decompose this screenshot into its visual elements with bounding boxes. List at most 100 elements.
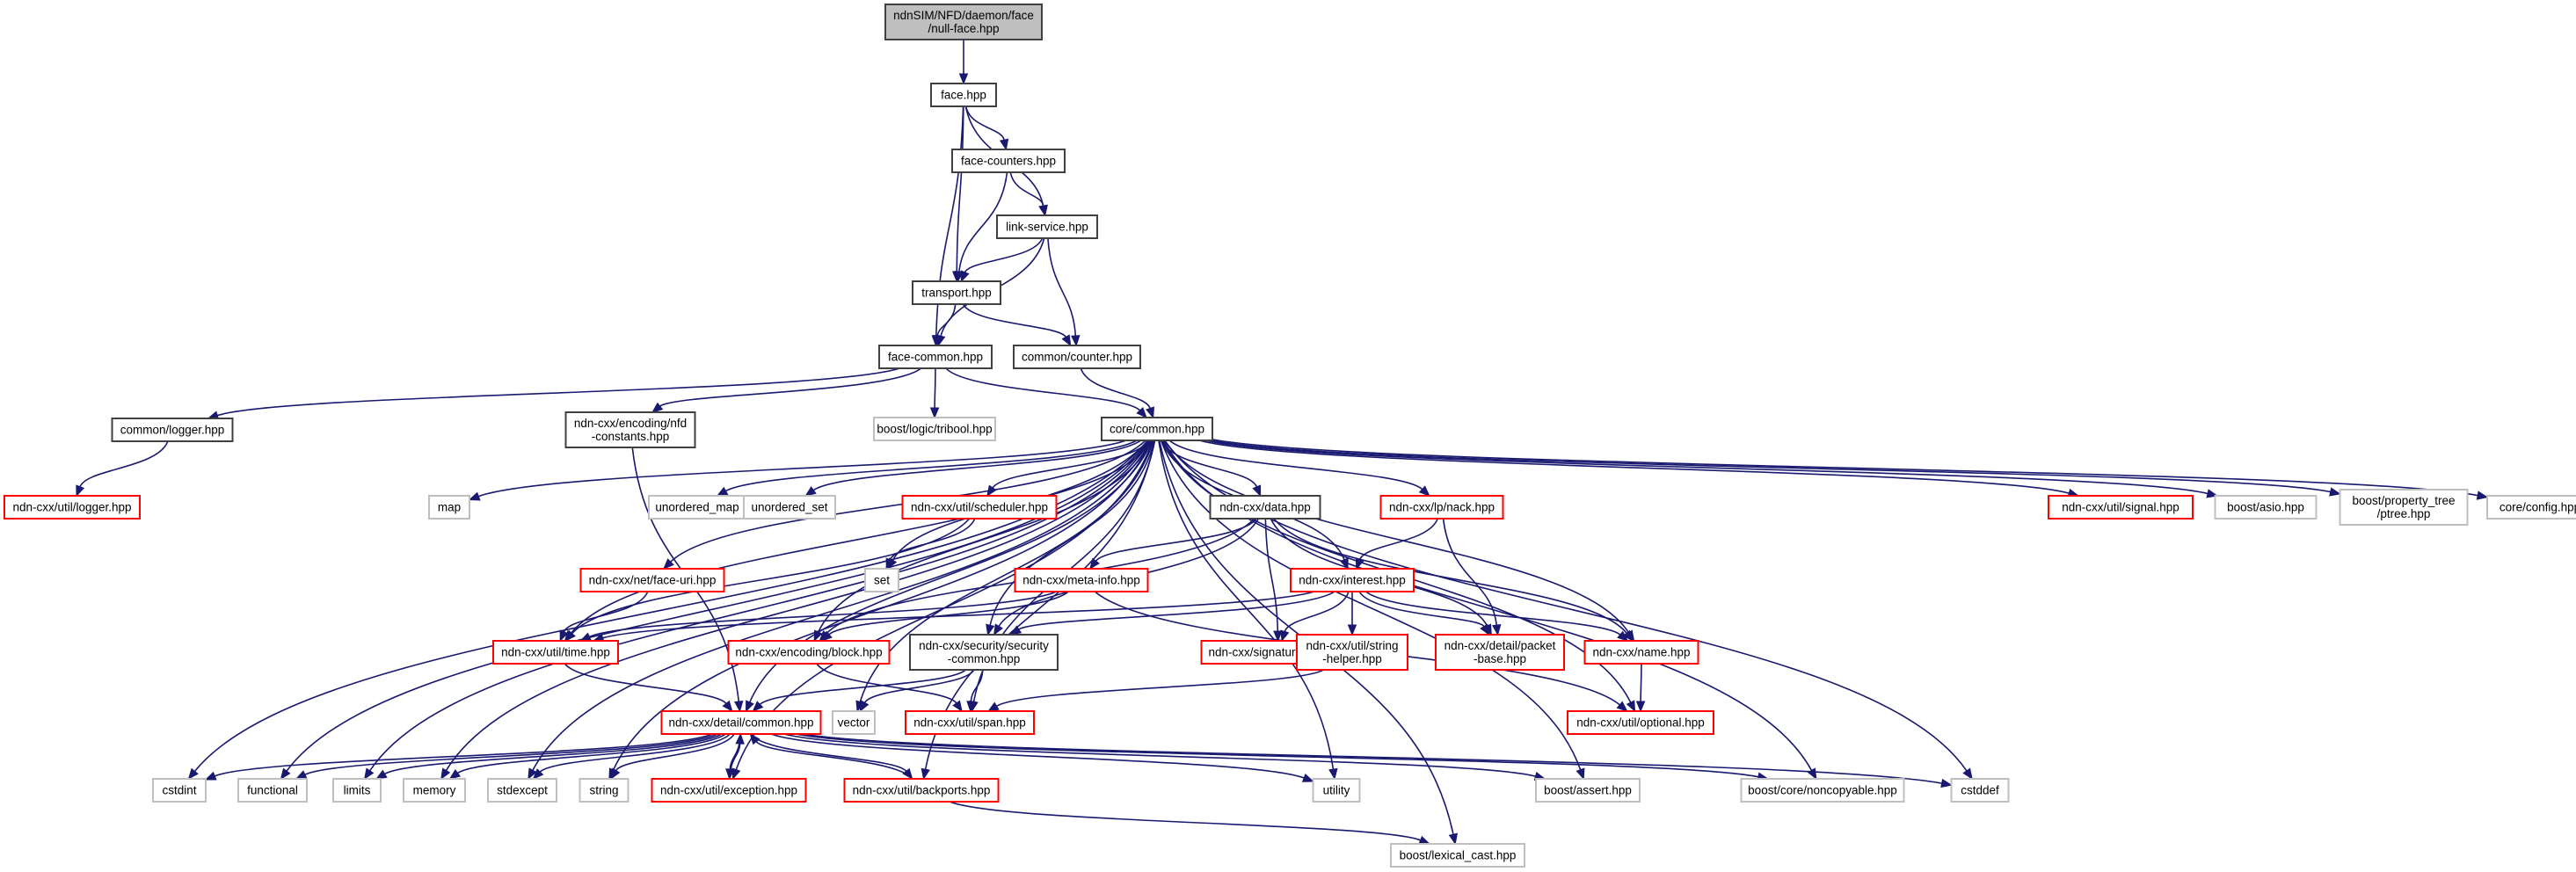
edge-line (818, 440, 1153, 633)
node-box (428, 495, 470, 520)
node-linkservice[interactable]: link-service.hpp (996, 214, 1098, 239)
arrowhead-icon (716, 486, 729, 497)
arrowhead-icon (952, 700, 963, 713)
edge-strhelper-to-span (987, 669, 1324, 712)
edge-interest-to-packetbase (1358, 591, 1490, 636)
node-label: ndn-cxx/util/logger.hpp (12, 501, 131, 514)
edge-detailcommon-to-memory (448, 733, 726, 780)
node-transport[interactable]: transport.hpp (912, 280, 1001, 305)
edge-corecommon-to-nack (1168, 440, 1430, 497)
node-label: functional (247, 784, 298, 797)
node-label: /ptree.hpp (2377, 507, 2431, 520)
node-strhelper[interactable]: ndn-cxx/util/string-helper.hpp (1296, 634, 1408, 671)
arrowhead-icon (651, 402, 664, 413)
arrowhead-icon (1616, 701, 1628, 712)
edge-line (970, 669, 984, 702)
node-span[interactable]: ndn-cxx/util/span.hpp (905, 710, 1035, 735)
node-box (912, 280, 1001, 305)
node-metainfo[interactable]: ndn-cxx/meta-info.hpp (1014, 568, 1149, 592)
edge-line (1365, 591, 1621, 636)
node-exception[interactable]: ndn-cxx/util/exception.hpp (651, 778, 807, 803)
node-corecommon[interactable]: core/common.hpp (1101, 417, 1213, 441)
edge-line (816, 663, 957, 704)
edge-line (478, 440, 1126, 498)
edge-corecommon-to-asio (1205, 440, 2219, 498)
node-box (1101, 417, 1213, 441)
node-label: ndn-cxx/detail/packet (1444, 639, 1556, 652)
node-interest[interactable]: ndn-cxx/interest.hpp (1290, 568, 1415, 592)
edge-seccommon-to-vector (859, 669, 975, 713)
edge-line (1205, 440, 2209, 495)
arrowhead-icon (579, 632, 593, 642)
node-nack[interactable]: ndn-cxx/lp/nack.hpp (1379, 495, 1504, 520)
node-box (237, 778, 308, 803)
node-time[interactable]: ndn-cxx/util/time.hpp (492, 640, 619, 665)
node-block[interactable]: ndn-cxx/encoding/block.hpp (727, 640, 891, 665)
edge-line (1358, 591, 1485, 628)
node-label: ndn-cxx/util/optional.hpp (1576, 716, 1705, 730)
arrowhead-icon (1280, 629, 1290, 643)
edge-line (1442, 518, 1498, 626)
edge-metainfo-to-block (820, 591, 1069, 642)
node-facecounters[interactable]: face-counters.hpp (951, 149, 1066, 173)
edge-seccommon-to-detailcommon (752, 669, 966, 712)
node-face[interactable]: face.hpp (930, 83, 997, 107)
edge-line (532, 440, 1152, 771)
edge-logger-to-ulogger (76, 440, 169, 498)
arrowhead-icon (1575, 767, 1585, 781)
node-signal[interactable]: ndn-cxx/util/signal.hpp (2048, 495, 2194, 520)
node-label: face-common.hpp (888, 351, 983, 364)
node-box (651, 778, 807, 803)
node-label: stdexcept (497, 784, 548, 797)
node-packetbase[interactable]: ndn-cxx/detail/packet-base.hpp (1435, 634, 1565, 671)
edge-line (1264, 518, 1279, 632)
edge-line (1080, 367, 1151, 409)
edge-line (214, 733, 713, 777)
node-label: cstddef (1961, 784, 1999, 797)
edge-linkservice-to-transport (960, 237, 1044, 283)
node-label: ndnSIM/NFD/daemon/face (893, 9, 1034, 22)
edge-line (949, 801, 1421, 841)
edge-detailcommon-to-cstdint (204, 733, 713, 781)
node-label: limits (344, 784, 371, 797)
edge-line (1160, 440, 1582, 770)
arrowhead-icon (1146, 406, 1155, 419)
node-facecommon[interactable]: face-common.hpp (878, 345, 993, 369)
arrowhead-icon (564, 629, 576, 642)
node-box (1296, 634, 1408, 671)
node-detailcommon[interactable]: ndn-cxx/detail/common.hpp (660, 710, 822, 735)
node-counter[interactable]: common/counter.hpp (1013, 345, 1141, 369)
node-ulogger[interactable]: ndn-cxx/util/logger.hpp (4, 495, 141, 520)
node-data[interactable]: ndn-cxx/data.hpp (1209, 495, 1321, 520)
edge-line (759, 669, 966, 705)
edge-line (570, 440, 1149, 634)
node-seccommon[interactable]: ndn-cxx/security/security-common.hpp (909, 634, 1059, 671)
arrowhead-icon (2476, 490, 2489, 500)
arrowhead-icon (885, 557, 895, 570)
arrowhead-icon (993, 623, 1003, 636)
node-label: ndn-cxx/interest.hpp (1299, 574, 1406, 587)
node-nullface[interactable]: ndnSIM/NFD/daemon/face/null-face.hpp (884, 4, 1043, 40)
node-nfdconst[interactable]: ndn-cxx/encoding/nfd-constants.hpp (564, 411, 696, 448)
arrowhead-icon (1009, 625, 1022, 636)
node-backports[interactable]: ndn-cxx/util/backports.hpp (843, 778, 1000, 803)
node-lexcast: boost/lexical_cast.hpp (1390, 843, 1525, 868)
node-box (2048, 495, 2194, 520)
node-name[interactable]: ndn-cxx/name.hpp (1583, 640, 1699, 665)
edge-line (445, 440, 1151, 771)
edge-line (964, 105, 1005, 141)
node-label: ndn-cxx/encoding/nfd (574, 417, 687, 430)
node-label: ndn-cxx/security/security (919, 639, 1049, 652)
edge-line (1158, 440, 1335, 770)
node-faceuri[interactable]: ndn-cxx/net/face-uri.hpp (579, 568, 725, 592)
node-optional[interactable]: ndn-cxx/util/optional.hpp (1567, 710, 1714, 735)
node-cstdint: cstdint (152, 778, 207, 803)
node-memory: memory (403, 778, 466, 803)
arrowhead-icon (1418, 485, 1430, 497)
node-logger[interactable]: common/logger.hpp (111, 418, 234, 442)
edges-layer (76, 39, 2489, 846)
arrowhead-icon (1136, 406, 1147, 418)
node-box (727, 640, 891, 665)
node-scheduler[interactable]: ndn-cxx/util/scheduler.hpp (901, 495, 1058, 520)
node-vector: vector (832, 710, 876, 735)
